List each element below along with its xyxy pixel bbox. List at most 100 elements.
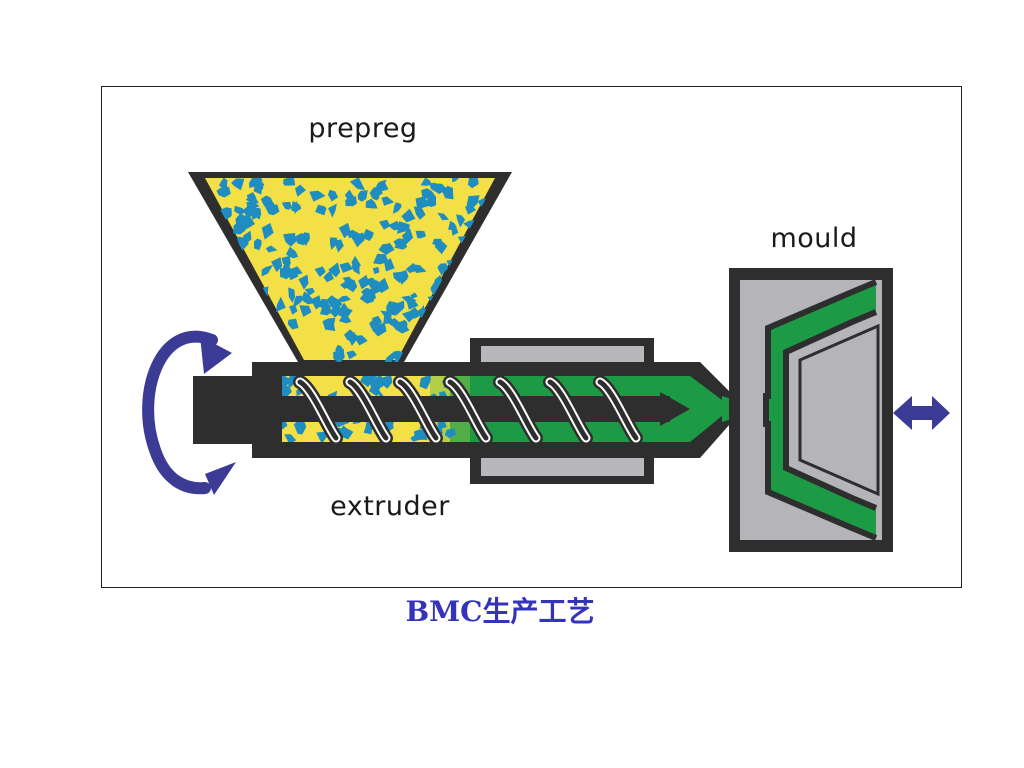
prepreg-speck xyxy=(353,335,368,346)
prepreg-speck xyxy=(452,178,459,183)
figure-caption: BMC生产工艺 xyxy=(405,595,595,628)
mould-motion-arrow-icon xyxy=(893,396,950,430)
prepreg-speck xyxy=(296,233,310,246)
prepreg-speck xyxy=(455,275,464,287)
prepreg-speck xyxy=(428,182,442,190)
prepreg-speck xyxy=(372,266,380,275)
rotation-arrow-icon xyxy=(142,330,236,495)
prepreg-speck xyxy=(319,304,332,316)
prepreg-speck xyxy=(203,220,218,235)
prepreg-speck xyxy=(466,257,479,273)
prepreg-speck xyxy=(235,214,245,228)
prepreg-speck xyxy=(227,333,242,345)
prepreg-speck xyxy=(478,250,490,260)
extruder-screw xyxy=(200,375,690,445)
prepreg-speck xyxy=(487,251,497,268)
prepreg-speck xyxy=(291,200,302,213)
prepreg-speck xyxy=(442,185,454,200)
prepreg-speck xyxy=(209,246,218,262)
prepreg-speck xyxy=(234,205,246,216)
prepreg-speck xyxy=(351,232,365,248)
prepreg-speck xyxy=(261,223,274,240)
prepreg-speck xyxy=(384,258,395,272)
prepreg-speck xyxy=(488,311,497,326)
prepreg-speck xyxy=(289,304,298,315)
mould xyxy=(729,268,893,552)
prepreg-speck xyxy=(413,206,426,220)
prepreg-speck xyxy=(329,237,338,250)
prepreg-speck xyxy=(413,429,428,441)
prepreg-speck xyxy=(437,319,448,333)
prepreg-speck xyxy=(246,192,257,202)
prepreg-speck xyxy=(206,252,218,261)
prepreg-speck xyxy=(241,339,254,349)
prepreg-speck xyxy=(453,332,467,347)
prepreg-speck xyxy=(381,196,395,206)
prepreg-speck xyxy=(351,255,362,266)
prepreg-speck xyxy=(372,376,387,389)
prepreg-speck xyxy=(295,184,306,197)
prepreg-speck xyxy=(483,239,495,251)
prepreg-speck xyxy=(284,178,296,186)
prepreg-speck xyxy=(402,310,418,323)
prepreg-speck xyxy=(284,377,295,388)
prepreg-speck xyxy=(235,302,249,315)
prepreg-speck xyxy=(315,204,327,216)
prepreg-speck xyxy=(281,201,292,210)
prepreg-speck xyxy=(409,307,422,319)
prepreg-speck xyxy=(270,336,282,349)
prepreg-speck xyxy=(392,202,402,214)
prepreg-speck xyxy=(406,298,419,310)
mould-label: mould xyxy=(770,223,857,254)
prepreg-speck xyxy=(273,343,283,354)
prepreg-speck xyxy=(328,304,343,318)
prepreg-speck xyxy=(483,298,494,310)
prepreg-speck xyxy=(340,278,350,289)
prepreg-speck xyxy=(284,434,297,442)
prepreg-speck xyxy=(203,325,217,331)
prepreg-speck xyxy=(434,304,445,313)
prepreg-speck xyxy=(231,178,245,191)
prepreg-speck xyxy=(465,203,477,215)
prepreg-speck xyxy=(335,344,343,357)
prepreg-speck xyxy=(340,425,354,440)
prepreg-speck xyxy=(338,302,353,318)
prepreg-speck xyxy=(310,295,322,310)
prepreg-speck xyxy=(369,376,378,380)
prepreg-speck xyxy=(281,255,291,268)
screw-flight-core xyxy=(497,379,539,441)
prepreg-speck xyxy=(266,202,275,210)
prepreg-speck xyxy=(233,337,244,352)
prepreg-speck xyxy=(288,287,296,303)
prepreg-speck xyxy=(248,207,261,220)
prepreg-speck xyxy=(218,326,232,344)
prepreg-speck xyxy=(443,300,454,311)
prepreg-speck xyxy=(394,238,408,250)
prepreg-speck xyxy=(481,298,495,307)
prepreg-speck xyxy=(410,292,418,299)
screw-drive-shaft xyxy=(193,376,255,444)
prepreg-speck xyxy=(361,287,376,302)
prepreg-speck xyxy=(328,189,339,202)
prepreg-speck xyxy=(236,236,249,252)
prepreg-speck xyxy=(360,376,373,388)
prepreg-speck xyxy=(203,253,215,264)
prepreg-speck xyxy=(349,178,366,191)
prepreg-speck xyxy=(401,228,414,245)
prepreg-speck xyxy=(387,220,402,231)
prepreg-speck xyxy=(216,185,231,198)
prepreg-speck xyxy=(434,239,448,255)
prepreg-speck xyxy=(345,196,357,207)
prepreg-speck xyxy=(234,310,249,323)
prepreg-speck xyxy=(362,228,374,241)
prepreg-speck xyxy=(271,257,283,273)
prepreg-speck xyxy=(254,238,262,251)
prepreg-speck xyxy=(365,198,378,209)
hopper-label: prepreg xyxy=(308,113,417,144)
prepreg-speck xyxy=(242,230,252,244)
prepreg-speck xyxy=(216,256,225,270)
prepreg-speck xyxy=(437,212,449,221)
prepreg-speck xyxy=(228,280,236,294)
prepreg-speck xyxy=(339,262,354,273)
